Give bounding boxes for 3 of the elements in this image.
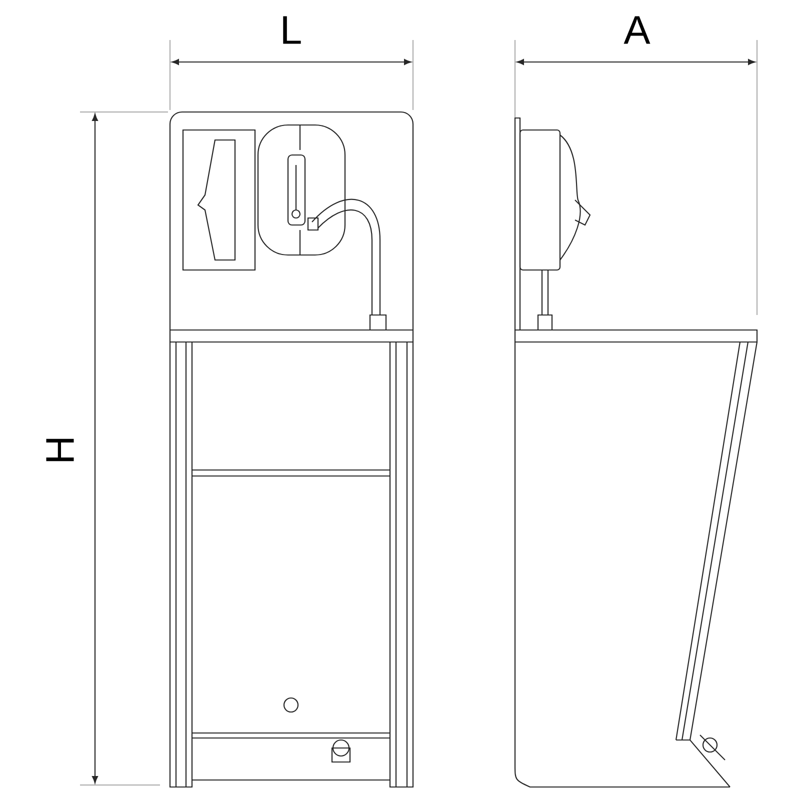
dimension-label: A (624, 16, 650, 44)
dimension-label: L (283, 16, 301, 44)
dimension-label: H (46, 438, 74, 462)
